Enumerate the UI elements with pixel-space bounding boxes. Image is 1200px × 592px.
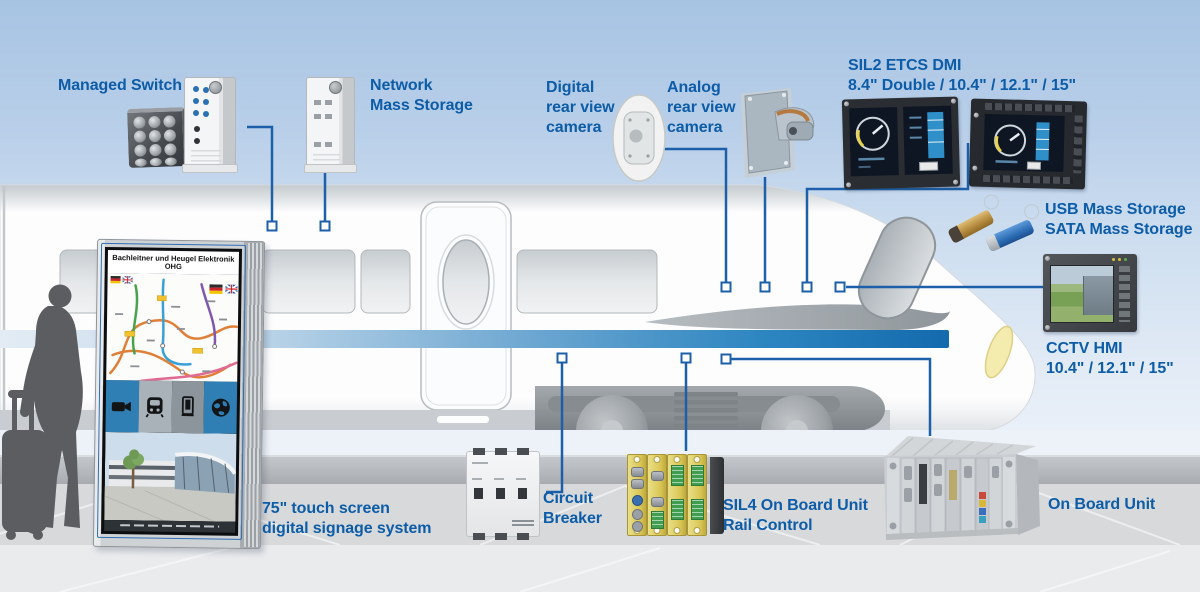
kiosk-photo bbox=[104, 431, 237, 522]
managed-switch-module-image bbox=[182, 77, 238, 173]
circuit-breaker-image bbox=[466, 448, 540, 540]
person-silhouette bbox=[2, 284, 83, 540]
network-mass-storage-image bbox=[304, 77, 357, 173]
label-digital-signage: 75" touch screen digital signage system bbox=[262, 500, 432, 537]
sil2-dmi-double-image bbox=[841, 96, 961, 190]
analog-rear-view-camera-image bbox=[741, 88, 815, 178]
train-illustration bbox=[0, 184, 1036, 467]
label-circuit-breaker: Circuit Breaker bbox=[543, 490, 602, 527]
train-door bbox=[420, 201, 512, 411]
kiosk-title: Bachleitner und Heugel Elektronik OHG bbox=[107, 249, 239, 275]
label-digital-rear-view-camera: Digital rear view camera bbox=[546, 79, 615, 136]
label-sil2-etcs-dmi: SIL2 ETCS DMI 8.4" Double / 10.4" / 12.1… bbox=[848, 57, 1077, 94]
cctv-hmi-image bbox=[1043, 254, 1137, 332]
digital-rear-view-camera-image bbox=[612, 94, 666, 182]
train-headlight bbox=[984, 325, 1014, 379]
label-sil4-on-board-unit: SIL4 On Board Unit Rail Control bbox=[723, 497, 868, 534]
train-windshield bbox=[857, 216, 937, 320]
sil4-on-board-unit-image bbox=[627, 452, 724, 536]
label-network-mass-storage: Network Mass Storage bbox=[370, 77, 473, 114]
digital-signage-kiosk: Bachleitner und Heugel Elektronik OHG bbox=[92, 238, 266, 550]
info-stele-icon bbox=[170, 380, 205, 434]
label-cctv-hmi: CCTV HMI 10.4" / 12.1" / 15" bbox=[1046, 340, 1174, 377]
label-usb-sata-mass-storage: USB Mass Storage SATA Mass Storage bbox=[1045, 201, 1193, 238]
managed-switch-cube-image bbox=[126, 107, 188, 168]
on-board-unit-image bbox=[884, 436, 1040, 540]
kiosk-transit-map bbox=[106, 272, 239, 382]
label-on-board-unit: On Board Unit bbox=[1048, 496, 1156, 513]
kiosk-photo-caption bbox=[104, 519, 236, 533]
germany-flag bbox=[110, 276, 121, 284]
door-step-marker bbox=[437, 416, 489, 423]
globe-icon bbox=[203, 381, 238, 434]
uk-flag bbox=[122, 275, 134, 285]
sil2-dmi-single-image bbox=[968, 98, 1088, 190]
kiosk-frame bbox=[243, 242, 264, 548]
video-camera-icon bbox=[105, 379, 139, 433]
label-managed-switch: Managed Switch bbox=[58, 77, 182, 94]
label-analog-rear-view-camera: Analog rear view camera bbox=[667, 79, 736, 136]
connector-endpoints bbox=[266, 220, 846, 365]
train-icon bbox=[138, 380, 172, 433]
kiosk-icon-row bbox=[105, 379, 238, 434]
connector-lines bbox=[247, 125, 1043, 494]
